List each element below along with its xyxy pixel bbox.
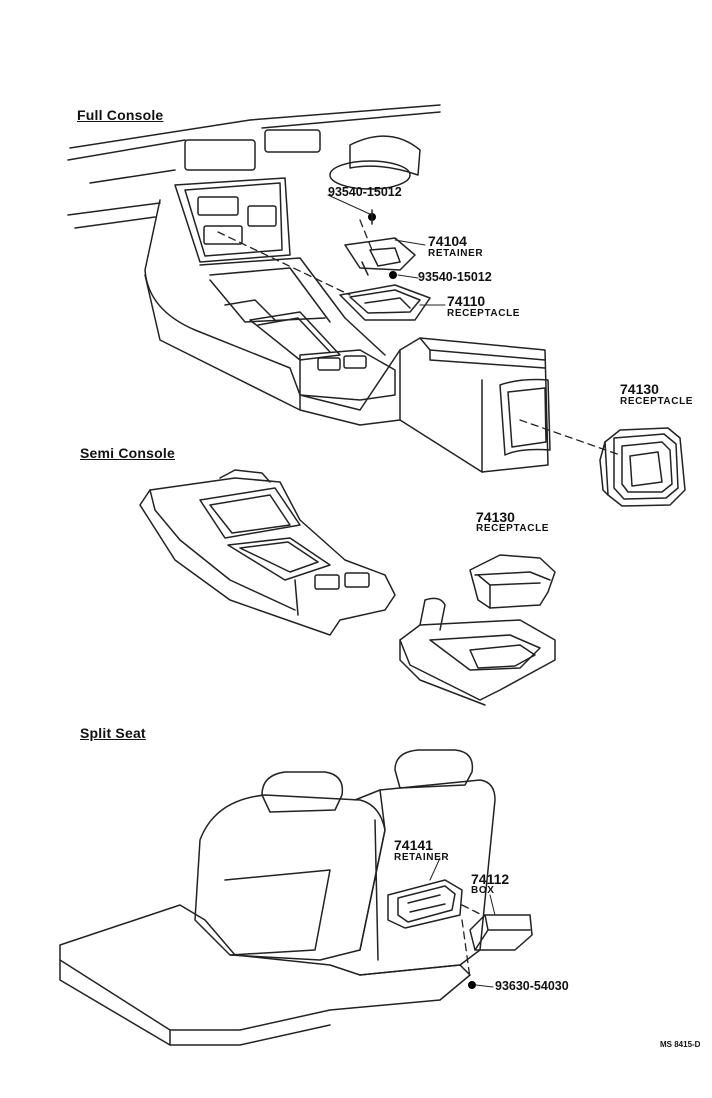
- bolt-label-93630: 93630-54030: [495, 979, 569, 993]
- part-number-74130-semi: 74130: [476, 509, 515, 525]
- part-number-74112: 74112: [471, 871, 510, 887]
- bolt-label-93540-lower: 93540-15012: [418, 270, 492, 284]
- part-name-74110: RECEPTACLE: [447, 308, 521, 319]
- bolt-label-93540-upper: 93540-15012: [328, 185, 402, 199]
- part-name-74141: RETAINER: [394, 852, 450, 863]
- section-title-semi-console: Semi Console: [80, 445, 175, 461]
- diagram-code: MS 8415-D: [660, 1040, 701, 1049]
- part-number-74110: 74110: [447, 293, 486, 309]
- section-title-split-seat: Split Seat: [80, 725, 146, 741]
- split-seat-drawing: [59, 749, 533, 1046]
- part-number-74141: 74141: [394, 837, 433, 853]
- part-number-74130-full: 74130: [620, 381, 659, 397]
- part-name-74104: RETAINER: [428, 248, 484, 259]
- semi-console-drawing: [139, 469, 556, 706]
- section-title-full-console: Full Console: [77, 107, 164, 123]
- part-name-74112: BOX: [471, 885, 495, 896]
- part-name-74130-full: RECEPTACLE: [620, 396, 694, 407]
- part-name-74130-semi: RECEPTACLE: [476, 523, 550, 534]
- part-number-74104: 74104: [428, 233, 467, 249]
- full-console-drawing: [67, 104, 686, 507]
